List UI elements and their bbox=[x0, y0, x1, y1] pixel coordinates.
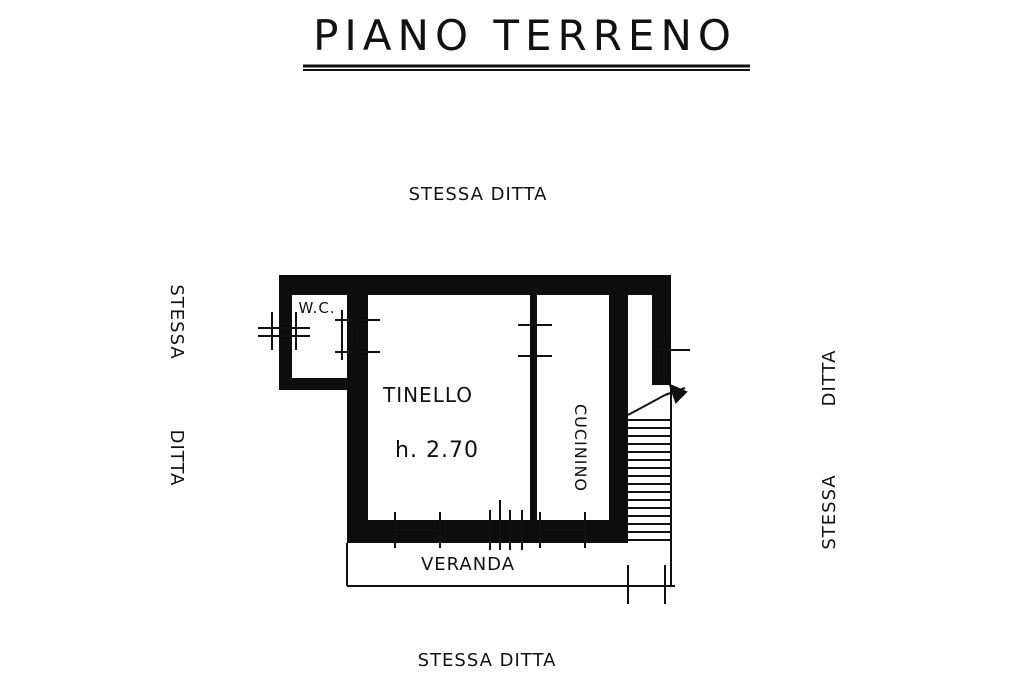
plan-title: PIANO TERRENO bbox=[313, 11, 737, 60]
room-label-tinello: TINELLO bbox=[382, 383, 473, 407]
wall-cucinino-right bbox=[609, 275, 628, 543]
walls bbox=[279, 275, 671, 543]
window-marks bbox=[258, 310, 690, 604]
veranda-outline bbox=[346, 385, 672, 587]
neighbor-right-top-label: DITTA bbox=[819, 350, 840, 407]
neighbor-left-top-label: STESSA bbox=[166, 284, 187, 359]
neighbor-bottom-label: STESSA DITTA bbox=[418, 650, 557, 671]
room-label-wc: W.C. bbox=[298, 299, 335, 317]
room-label-cucinino: CUCININO bbox=[571, 404, 590, 492]
room-label-height: h. 2.70 bbox=[395, 438, 479, 463]
wall-tinello-left bbox=[347, 275, 368, 543]
wall-right bbox=[652, 275, 671, 385]
neighbor-top-label: STESSA DITTA bbox=[409, 184, 548, 205]
wall-tinello-bottom bbox=[347, 520, 619, 543]
neighbor-right-bottom-label: STESSA bbox=[819, 474, 840, 549]
wall-wc-left bbox=[279, 275, 292, 390]
wall-partition bbox=[530, 295, 537, 520]
wall-top bbox=[279, 275, 671, 295]
wall-wc-bottom bbox=[279, 378, 349, 390]
room-label-veranda: VERANDA bbox=[421, 554, 515, 575]
neighbor-left-bottom-label: DITTA bbox=[166, 430, 187, 487]
stair-icon bbox=[627, 383, 688, 541]
